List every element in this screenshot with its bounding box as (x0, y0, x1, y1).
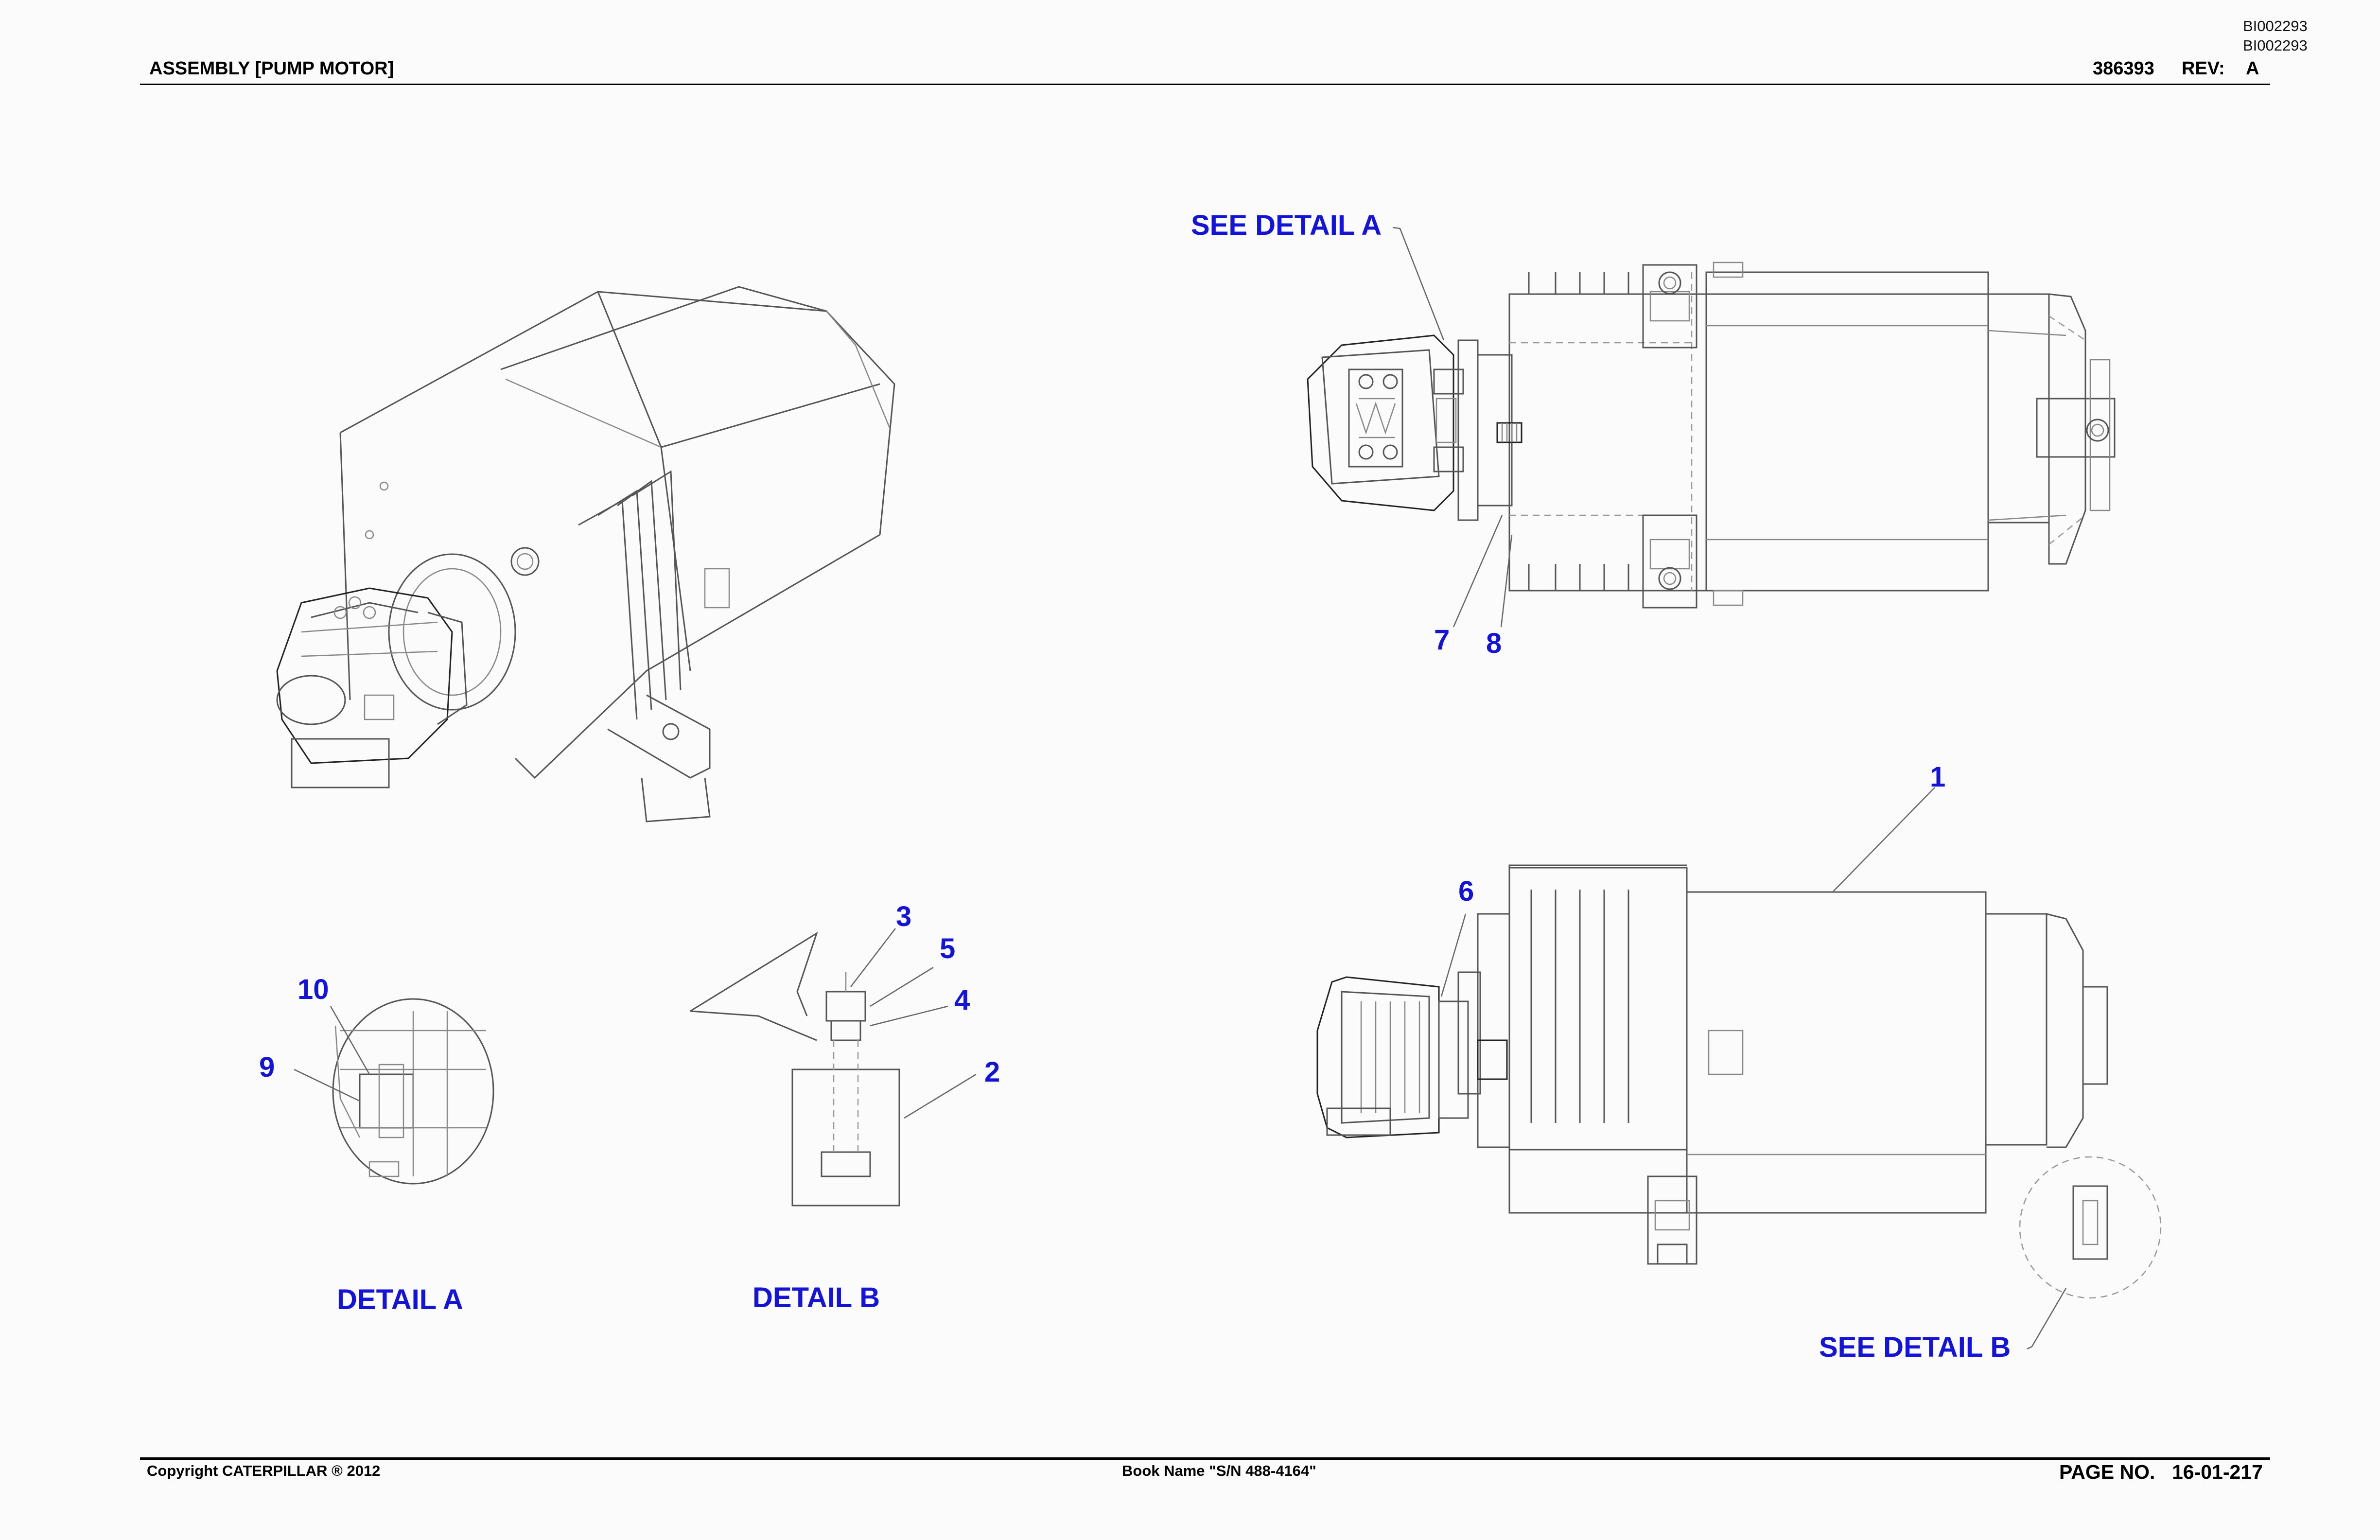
item-number-2: 2 (984, 1056, 1000, 1088)
top-view (1307, 262, 2116, 609)
item-number-6: 6 (1458, 875, 1474, 907)
item-number-7: 7 (1434, 624, 1450, 656)
document-id: BI002293 (2243, 37, 2308, 54)
header-rule (140, 84, 2270, 85)
item-number-8: 8 (1486, 628, 1502, 659)
part-number: 386393 (2093, 58, 2154, 79)
page-title: ASSEMBLY [PUMP MOTOR] (149, 58, 394, 79)
item-number-10: 10 (298, 974, 329, 1005)
item-number-9: 9 (259, 1051, 275, 1083)
see-detail-a-callout: SEE DETAIL A (1191, 210, 1382, 241)
leader-lines (294, 227, 2067, 1350)
side-view (1316, 864, 2162, 1299)
revision-label: REV: (2182, 58, 2225, 79)
footer-rule (140, 1457, 2270, 1460)
detail-a-label: DETAIL A (337, 1284, 463, 1315)
detail-a-view (332, 998, 494, 1185)
page-number-value: 16-01-217 (2172, 1461, 2263, 1483)
book-name: Book Name "S/N 488-4164" (1122, 1462, 1316, 1479)
item-number-1: 1 (1930, 761, 1946, 793)
item-number-4: 4 (954, 984, 970, 1016)
detail-b-view (690, 931, 900, 1207)
isometric-view (276, 286, 895, 822)
copyright-text: Copyright CATERPILLAR ® 2012 (147, 1462, 381, 1479)
revision-value: A (2246, 58, 2259, 79)
item-number-5: 5 (940, 933, 956, 964)
see-detail-b-callout: SEE DETAIL B (1819, 1331, 2011, 1363)
document-ids: BI002293 BI002293 (2243, 17, 2308, 55)
document-id: BI002293 (2243, 18, 2308, 35)
page-number-label: PAGE NO. (2059, 1461, 2155, 1483)
item-number-3: 3 (896, 901, 912, 932)
detail-b-label: DETAIL B (752, 1282, 880, 1313)
